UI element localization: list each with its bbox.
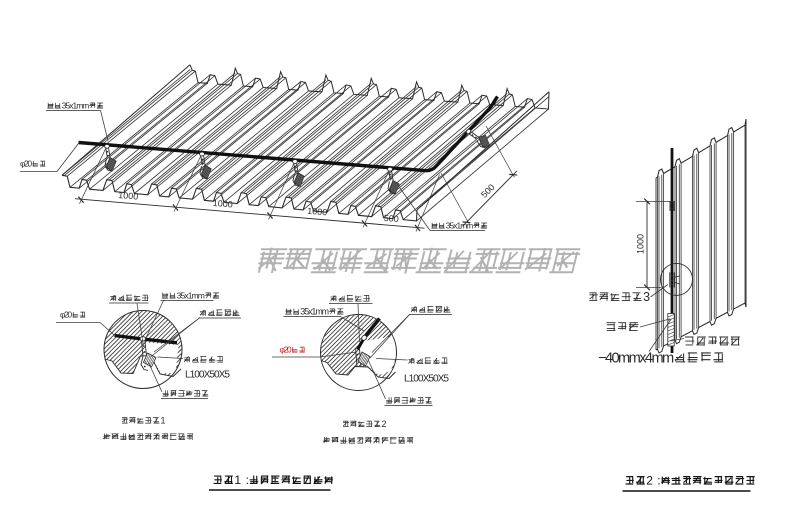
svg-text:1: 1 <box>161 416 166 426</box>
svg-text:φ20: φ20 <box>280 346 293 355</box>
svg-text:35x1mm: 35x1mm <box>177 291 205 301</box>
svg-text:35x1mm: 35x1mm <box>62 101 89 111</box>
svg-text:2: 2 <box>382 419 387 429</box>
svg-text:φ20: φ20 <box>60 311 73 320</box>
svg-text:1:: 1: <box>234 473 249 487</box>
svg-text:3: 3 <box>643 290 650 304</box>
svg-text:1000: 1000 <box>307 206 328 218</box>
svg-text:L100X50X5: L100X50X5 <box>404 374 449 385</box>
svg-text:−40mmx4mm: −40mmx4mm <box>598 351 674 367</box>
svg-text:L100X50X5: L100X50X5 <box>185 370 230 381</box>
svg-text:35x1mm: 35x1mm <box>446 221 473 231</box>
svg-text:2:: 2: <box>646 474 660 488</box>
svg-text:1000: 1000 <box>212 198 233 210</box>
svg-text:1000: 1000 <box>118 190 139 202</box>
svg-text:500: 500 <box>383 213 399 224</box>
svg-text:1000: 1000 <box>636 234 646 254</box>
svg-text:500: 500 <box>479 182 497 200</box>
svg-text:35x1mm: 35x1mm <box>300 307 329 317</box>
svg-text:φ20: φ20 <box>20 160 33 169</box>
